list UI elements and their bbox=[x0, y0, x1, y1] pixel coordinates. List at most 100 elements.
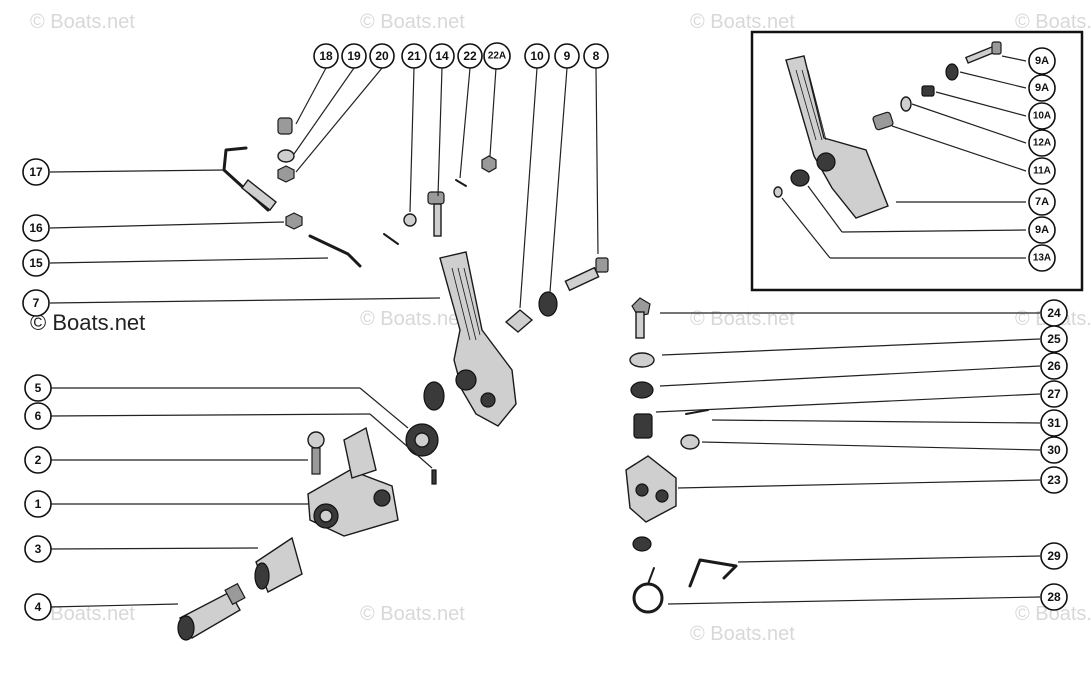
callout-9A-second: 9A bbox=[1028, 74, 1056, 102]
svg-text:5: 5 bbox=[35, 381, 42, 395]
svg-text:22A: 22A bbox=[488, 51, 506, 62]
part-6-pin bbox=[431, 469, 437, 485]
svg-text:17: 17 bbox=[29, 165, 43, 179]
svg-text:14: 14 bbox=[435, 49, 449, 63]
svg-text:16: 16 bbox=[29, 221, 43, 235]
part-30-washer bbox=[680, 434, 700, 450]
svg-text:19: 19 bbox=[347, 49, 361, 63]
watermark-text: © Boats.net bbox=[360, 308, 465, 330]
svg-text:8: 8 bbox=[593, 49, 600, 63]
callout-13A: 13A bbox=[1028, 244, 1056, 272]
callout-25: 25 bbox=[1040, 325, 1068, 353]
callout-12A: 12A bbox=[1028, 129, 1056, 157]
callout-21: 21 bbox=[401, 43, 427, 69]
part-16-nut bbox=[285, 212, 303, 230]
part-7-lever bbox=[439, 251, 517, 427]
part-14-screw bbox=[427, 191, 445, 237]
svg-text:10A: 10A bbox=[1033, 111, 1051, 122]
svg-text:2: 2 bbox=[35, 453, 42, 467]
svg-text:28: 28 bbox=[1047, 590, 1061, 604]
part-18-bushing bbox=[277, 117, 293, 135]
callout-9: 9 bbox=[554, 43, 580, 69]
part-29-clip bbox=[688, 558, 738, 588]
callout-8: 8 bbox=[583, 43, 609, 69]
svg-text:29: 29 bbox=[1047, 549, 1061, 563]
callout-28: 28 bbox=[1040, 583, 1068, 611]
svg-text:23: 23 bbox=[1047, 473, 1061, 487]
callout-15: 15 bbox=[22, 249, 50, 277]
svg-text:26: 26 bbox=[1047, 359, 1061, 373]
leader-lines bbox=[49, 55, 1041, 608]
callout-23: 23 bbox=[1040, 466, 1068, 494]
callout-22: 22 bbox=[457, 43, 483, 69]
callout-24: 24 bbox=[1040, 299, 1068, 327]
callout-19: 19 bbox=[341, 43, 367, 69]
part-clip bbox=[383, 233, 399, 245]
callout-10A: 10A bbox=[1028, 102, 1056, 130]
watermark-text: © Boats.net bbox=[30, 603, 135, 625]
part-ring bbox=[632, 536, 652, 552]
part-13A-washer bbox=[773, 186, 783, 198]
watermarks: © Boats.net © Boats.net © Boats.net © Bo… bbox=[30, 11, 1091, 645]
watermark-text: © Boats.net bbox=[1015, 603, 1091, 625]
part-26-ring bbox=[630, 381, 654, 399]
svg-text:10: 10 bbox=[530, 49, 544, 63]
callout-30: 30 bbox=[1040, 436, 1068, 464]
callout-31: 31 bbox=[1040, 409, 1068, 437]
part-9A-washer-lower bbox=[790, 169, 810, 187]
svg-text:20: 20 bbox=[375, 49, 389, 63]
part-4-shaft bbox=[177, 582, 246, 641]
svg-text:30: 30 bbox=[1047, 443, 1061, 457]
callout-9A-top: 9A bbox=[1028, 47, 1056, 75]
part-20-nut bbox=[277, 165, 295, 183]
callouts: 18 19 20 21 14 22 22A 10 9 8 17 16 15 7 … bbox=[22, 42, 1068, 621]
part-25-washer bbox=[629, 352, 655, 368]
part-17-handle bbox=[222, 146, 277, 212]
svg-text:1: 1 bbox=[35, 497, 42, 511]
callout-7: 7 bbox=[22, 289, 50, 317]
callout-9A-third: 9A bbox=[1028, 216, 1056, 244]
watermark-text: © Boats.net bbox=[690, 623, 795, 645]
svg-text:11A: 11A bbox=[1033, 166, 1051, 177]
svg-text:6: 6 bbox=[35, 409, 42, 423]
svg-text:12A: 12A bbox=[1033, 138, 1051, 149]
svg-text:31: 31 bbox=[1047, 416, 1061, 430]
callout-20: 20 bbox=[369, 43, 395, 69]
callout-18: 18 bbox=[313, 43, 339, 69]
callout-16: 16 bbox=[22, 214, 50, 242]
svg-text:9: 9 bbox=[564, 49, 571, 63]
svg-text:13A: 13A bbox=[1033, 253, 1051, 264]
part-8-bolt bbox=[564, 257, 609, 292]
part-27-spring bbox=[633, 413, 653, 439]
part-5-gear bbox=[405, 423, 439, 457]
svg-text:4: 4 bbox=[35, 600, 42, 614]
part-7A-lever bbox=[785, 55, 889, 219]
part-1-housing bbox=[307, 426, 399, 537]
watermark-text: © Boats.net bbox=[360, 603, 465, 625]
watermark-text: © Boats.net bbox=[30, 11, 135, 33]
svg-text:9A: 9A bbox=[1035, 224, 1049, 236]
watermark-text: © Boats.net bbox=[690, 11, 795, 33]
svg-text:15: 15 bbox=[29, 256, 43, 270]
svg-text:7: 7 bbox=[33, 296, 40, 310]
part-3-sleeve bbox=[254, 536, 303, 593]
svg-text:9A: 9A bbox=[1035, 55, 1049, 67]
part-31-pin bbox=[685, 409, 709, 415]
svg-text:27: 27 bbox=[1047, 387, 1061, 401]
callout-29: 29 bbox=[1040, 542, 1068, 570]
callout-26: 26 bbox=[1040, 352, 1068, 380]
callout-2: 2 bbox=[24, 446, 52, 474]
part-28-spring bbox=[632, 567, 664, 614]
part-seal bbox=[423, 381, 445, 411]
inset-frame bbox=[750, 30, 1084, 292]
part-23-bracket bbox=[625, 455, 677, 523]
part-15-rod bbox=[308, 234, 362, 268]
part-11A-bushing bbox=[872, 111, 894, 131]
callout-17: 17 bbox=[22, 158, 50, 186]
part-24-bolt bbox=[631, 297, 651, 339]
part-12A-washer bbox=[900, 96, 912, 112]
svg-text:7A: 7A bbox=[1035, 196, 1049, 208]
callout-1: 1 bbox=[24, 490, 52, 518]
part-22-clip bbox=[455, 179, 467, 187]
